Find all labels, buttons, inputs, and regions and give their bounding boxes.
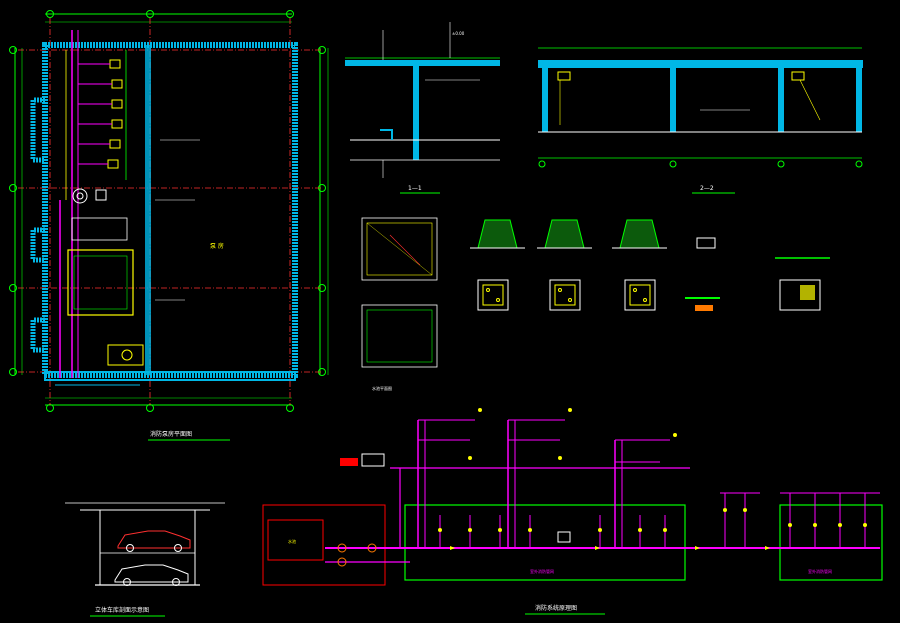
svg-text:水池: 水池 — [288, 538, 296, 544]
svg-text:室外消防管网: 室外消防管网 — [530, 568, 554, 574]
garage-section: 立体车库剖面示意图 — [65, 502, 225, 617]
svg-text:±0.00: ±0.00 — [452, 31, 465, 36]
svg-text:室外消防管网: 室外消防管网 — [808, 568, 832, 574]
section-2-2-title: 2—2 — [700, 185, 714, 192]
plan-title: 消防泵房平面图 — [150, 430, 192, 438]
piping-system-diagram: 水池 — [262, 408, 883, 615]
section-1-1: ±0.00 1—1 — [345, 22, 500, 194]
svg-text:泵 房: 泵 房 — [210, 242, 224, 250]
equipment-column — [78, 50, 127, 180]
section-2-2: 2—2 — [538, 47, 863, 194]
garage-title: 立体车库剖面示意图 — [95, 606, 149, 614]
foundation-details: 水池平面图 — [361, 217, 830, 391]
floor-plan: 泵 房 消防泵房平面图 — [9, 10, 329, 441]
svg-text:水池平面图: 水池平面图 — [372, 385, 392, 391]
section-1-1-title: 1—1 — [408, 185, 422, 192]
system-diagram-title: 消防系统原理图 — [535, 604, 577, 612]
